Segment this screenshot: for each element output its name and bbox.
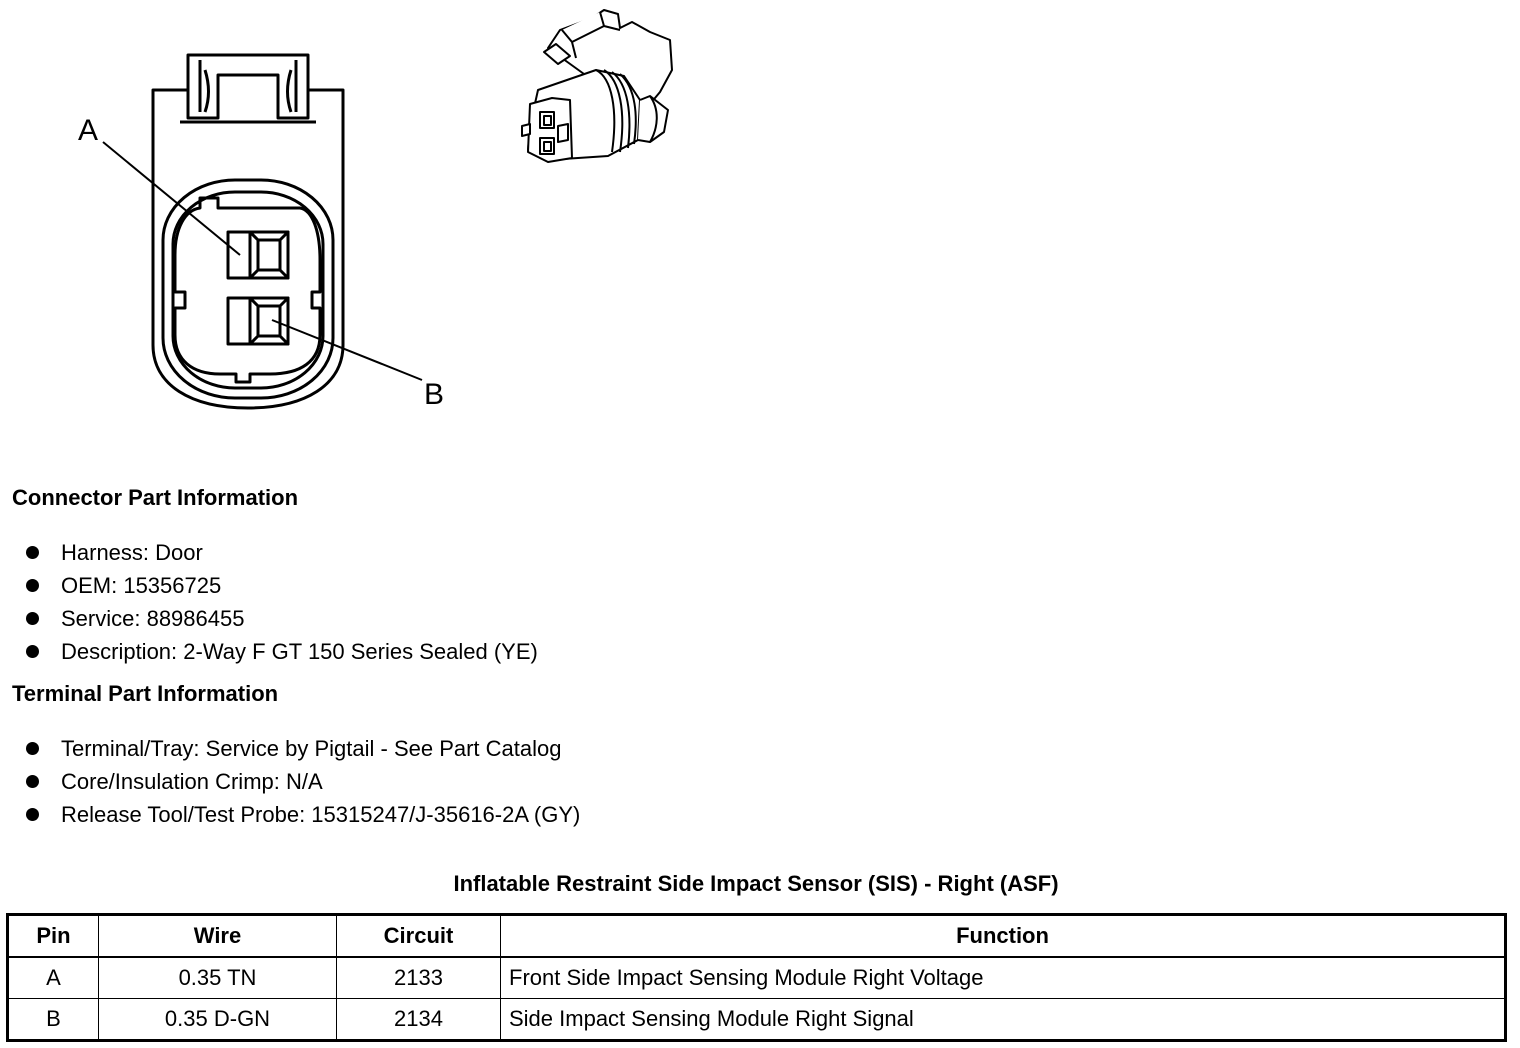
list-item-text: Service: 88986455 bbox=[61, 606, 245, 631]
list-item-text: Terminal/Tray: Service by Pigtail - See … bbox=[61, 736, 562, 761]
cell-circuit: 2134 bbox=[336, 998, 501, 1041]
column-header-function: Function bbox=[500, 914, 1506, 958]
column-header-circuit: Circuit bbox=[336, 914, 501, 958]
list-item-text: Release Tool/Test Probe: 15315247/J-3561… bbox=[61, 802, 581, 827]
terminal-info-heading: Terminal Part Information bbox=[12, 681, 279, 706]
list-item-text: Description: 2-Way F GT 150 Series Seale… bbox=[61, 639, 538, 664]
column-header-wire: Wire bbox=[98, 914, 337, 958]
connector-face-diagram: A B bbox=[78, 53, 444, 411]
bullet-icon bbox=[26, 808, 39, 821]
bullet-icon bbox=[26, 546, 39, 559]
table-row: A 0.35 TN 2133 Front Side Impact Sensing… bbox=[7, 956, 1506, 999]
cell-circuit: 2133 bbox=[336, 956, 501, 999]
connector-info-list: Harness: Door OEM: 15356725 Service: 889… bbox=[26, 538, 538, 670]
list-item: Harness: Door bbox=[26, 538, 538, 571]
list-item: Service: 88986455 bbox=[26, 604, 538, 637]
cell-function: Front Side Impact Sensing Module Right V… bbox=[500, 956, 1506, 999]
table-header-row: Pin Wire Circuit Function bbox=[7, 914, 1506, 958]
cell-function: Side Impact Sensing Module Right Signal bbox=[500, 998, 1506, 1041]
pin-label-a: A bbox=[78, 114, 98, 147]
list-item-text: Harness: Door bbox=[61, 540, 203, 565]
leader-line-a bbox=[102, 141, 241, 256]
bullet-icon bbox=[26, 645, 39, 658]
leader-line-b bbox=[271, 319, 423, 381]
column-header-pin: Pin bbox=[7, 914, 99, 958]
connector-seal-inner bbox=[171, 190, 325, 390]
bullet-icon bbox=[26, 579, 39, 592]
list-item-text: OEM: 15356725 bbox=[61, 573, 222, 598]
connector-body-outline bbox=[151, 53, 345, 410]
connector-latch bbox=[186, 73, 310, 120]
bullet-icon bbox=[26, 742, 39, 755]
cell-wire: 0.35 TN bbox=[98, 956, 337, 999]
list-item: Core/Insulation Crimp: N/A bbox=[26, 767, 580, 800]
connector-isometric-diagram bbox=[521, 9, 673, 163]
list-item: Release Tool/Test Probe: 15315247/J-3561… bbox=[26, 800, 580, 833]
terminal-info-list: Terminal/Tray: Service by Pigtail - See … bbox=[26, 734, 580, 833]
cell-pin: A bbox=[7, 956, 99, 999]
bullet-icon bbox=[26, 612, 39, 625]
connector-seal-outer bbox=[161, 178, 335, 400]
pin-table: Pin Wire Circuit Function A 0.35 TN 2133… bbox=[6, 913, 1507, 1042]
list-item: Terminal/Tray: Service by Pigtail - See … bbox=[26, 734, 580, 767]
table-row: B 0.35 D-GN 2134 Side Impact Sensing Mod… bbox=[7, 998, 1506, 1041]
connector-info-heading: Connector Part Information bbox=[12, 485, 299, 510]
list-item: OEM: 15356725 bbox=[26, 571, 538, 604]
bullet-icon bbox=[26, 775, 39, 788]
table-title: Inflatable Restraint Side Impact Sensor … bbox=[453, 871, 1059, 896]
list-item: Description: 2-Way F GT 150 Series Seale… bbox=[26, 637, 538, 670]
cell-pin: B bbox=[7, 998, 99, 1041]
list-item-text: Core/Insulation Crimp: N/A bbox=[61, 769, 323, 794]
cell-wire: 0.35 D-GN bbox=[98, 998, 337, 1041]
pin-label-b: B bbox=[424, 378, 444, 411]
